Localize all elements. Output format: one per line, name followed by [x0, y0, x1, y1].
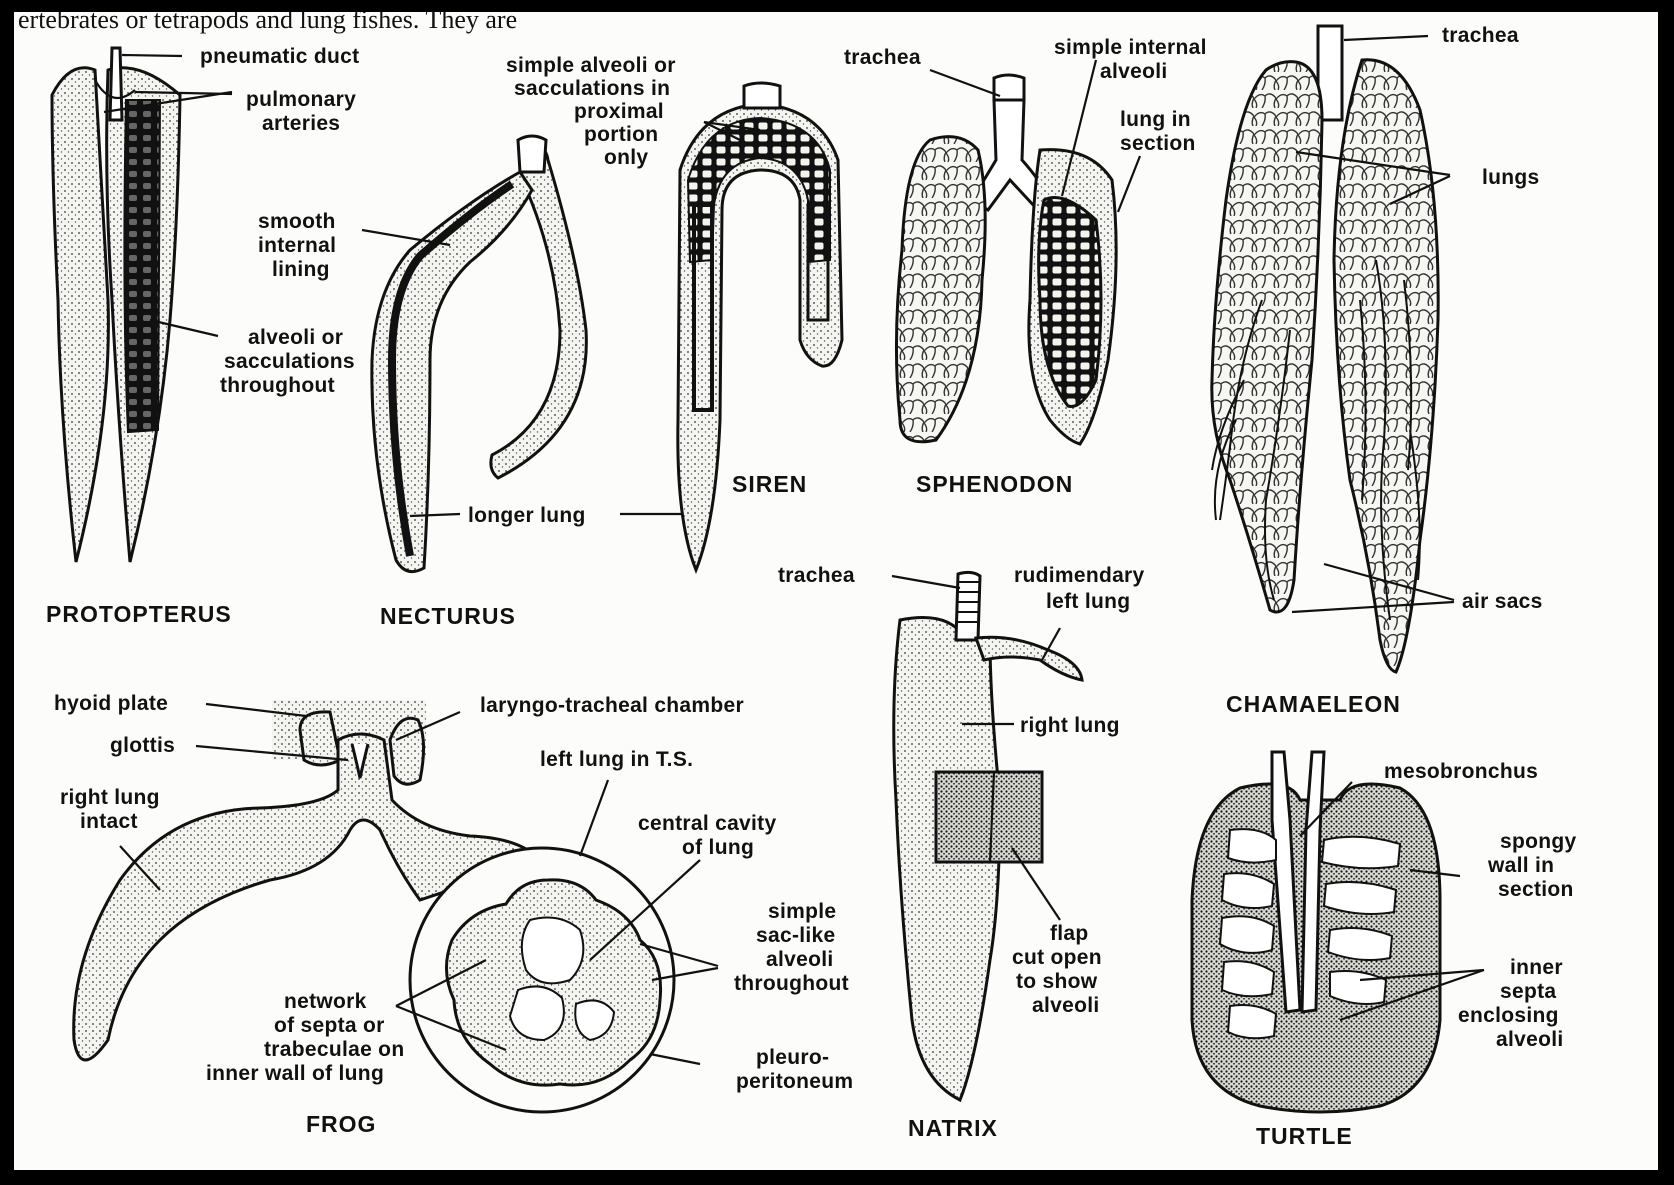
specimen-name-turtle: TURTLE [1256, 1123, 1353, 1149]
label-trachea-sphenodon: trachea [844, 46, 921, 69]
label-simple-alveoli-proximal-5: only [604, 146, 648, 169]
specimen-name-frog: FROG [306, 1111, 376, 1137]
label-network-septa-1: network [284, 990, 367, 1013]
label-spongy-wall-3: section [1498, 878, 1574, 901]
label-pleuroperitoneum-2: peritoneum [736, 1070, 853, 1093]
label-inner-septa-1: inner [1510, 956, 1563, 979]
label-lungs: lungs [1482, 166, 1540, 189]
label-rudimentary-left-lung-2: left lung [1046, 590, 1130, 613]
label-network-septa-4: inner wall of lung [206, 1062, 384, 1085]
label-simple-alveoli-proximal-1: simple alveoli or [506, 54, 676, 77]
label-pneumatic-duct: pneumatic duct [200, 45, 359, 68]
label-network-septa-2: of septa or [274, 1014, 385, 1037]
label-alveoli-throughout-1: alveoli or [248, 326, 343, 349]
label-simple-alveoli-proximal-2: sacculations in [514, 77, 670, 100]
label-simple-sac-like-3: alveoli [766, 948, 833, 971]
label-simple-internal-alveoli-2: alveoli [1100, 60, 1167, 83]
specimen-name-necturus: NECTURUS [380, 603, 516, 629]
label-rudimentary-left-lung-1: rudimendary [1014, 564, 1145, 587]
label-glottis: glottis [110, 734, 175, 757]
label-simple-alveoli-proximal-3: proximal [574, 100, 664, 123]
specimen-name-chamaeleon: CHAMAELEON [1226, 691, 1401, 717]
label-trachea-chamaeleon: trachea [1442, 24, 1519, 47]
label-laryngo-tracheal: laryngo-tracheal chamber [480, 694, 744, 717]
label-flap-1: flap [1050, 922, 1089, 945]
sphenodon-lungs [896, 60, 1140, 444]
label-air-sacs: air sacs [1462, 590, 1543, 613]
label-right-lung-intact-2: intact [80, 810, 138, 833]
label-smooth-lining-2: internal [258, 234, 336, 257]
label-inner-septa-3: enclosing [1458, 1004, 1559, 1027]
label-lung-in-section-1: lung in [1120, 108, 1191, 131]
label-network-septa-3: trabeculae on [264, 1038, 404, 1061]
turtle-lungs [1192, 752, 1484, 1112]
label-inner-septa-4: alveoli [1496, 1028, 1563, 1051]
label-pulmonary-arteries-2: arteries [262, 112, 340, 135]
label-central-cavity-2: of lung [682, 836, 754, 859]
label-flap-2: cut open [1012, 946, 1102, 969]
chamaeleon-lungs [1212, 26, 1454, 672]
label-right-lung: right lung [1020, 714, 1120, 737]
label-flap-4: alveoli [1032, 994, 1099, 1017]
label-simple-sac-like-1: simple [768, 900, 836, 923]
label-inner-septa-2: septa [1500, 980, 1556, 1003]
label-spongy-wall-1: spongy [1500, 830, 1576, 853]
label-pulmonary-arteries-1: pulmonary [246, 88, 356, 111]
label-alveoli-throughout-2: sacculations [224, 350, 355, 373]
label-smooth-lining-1: smooth [258, 210, 336, 233]
protopterus-lungs [52, 48, 232, 562]
label-simple-sac-like-2: sac-like [756, 924, 835, 947]
label-spongy-wall-2: wall in [1487, 854, 1554, 877]
label-longer-lung: longer lung [468, 504, 586, 527]
specimen-name-sphenodon: SPHENODON [916, 471, 1073, 497]
label-left-lung-ts: left lung in T.S. [540, 748, 693, 771]
lung-comparison-diagram: ertebrates or tetrapods and lung fishes.… [14, 12, 1658, 1170]
label-right-lung-intact-1: right lung [60, 786, 160, 809]
label-simple-internal-alveoli-1: simple internal [1054, 36, 1207, 59]
label-pleuroperitoneum-1: pleuro- [756, 1046, 829, 1069]
textbook-page: ertebrates or tetrapods and lung fishes.… [14, 12, 1658, 1170]
label-lung-in-section-2: section [1120, 132, 1196, 155]
label-alveoli-throughout-3: throughout [220, 374, 335, 397]
label-hyoid-plate: hyoid plate [54, 692, 168, 715]
label-mesobronchus: mesobronchus [1384, 760, 1538, 783]
label-flap-3: to show [1016, 970, 1098, 993]
specimen-name-natrix: NATRIX [908, 1115, 998, 1141]
label-simple-sac-like-4: throughout [734, 972, 849, 995]
header-text-fragment: ertebrates or tetrapods and lung fishes.… [18, 12, 517, 34]
specimen-name-protopterus: PROTOPTERUS [46, 601, 232, 627]
label-trachea-natrix: trachea [778, 564, 855, 587]
label-central-cavity-1: central cavity [638, 812, 776, 835]
natrix-lungs [892, 572, 1082, 1100]
label-simple-alveoli-proximal-4: portion [584, 123, 658, 146]
label-smooth-lining-3: lining [272, 258, 330, 281]
specimen-name-siren: SIREN [732, 471, 807, 497]
